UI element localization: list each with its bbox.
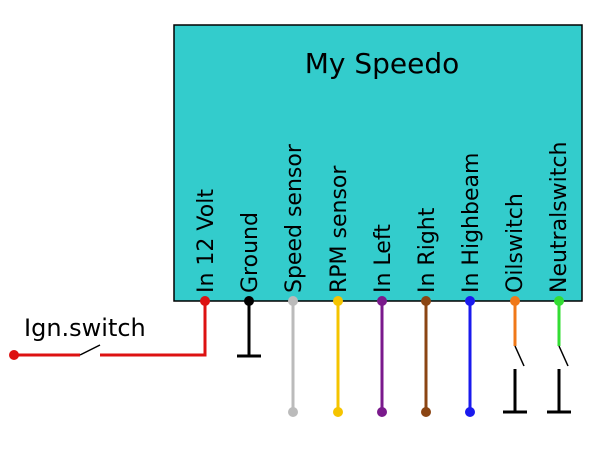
pin-label-ground: Ground [238,212,263,293]
in-left-terminal [377,407,387,417]
pin-rpm-sensor [333,296,343,306]
pin-labels: In 12 Volt Ground Speed sensor RPM senso… [194,142,572,293]
wire-neutralswitch [547,296,571,414]
pin-label-rpm-sensor: RPM sensor [327,165,352,293]
pin-in-right [421,296,431,306]
ignition-terminal [9,350,19,360]
pin-label-in-right: In Right [415,207,440,293]
rpm-sensor-terminal [333,407,343,417]
pin-label-oilswitch: Oilswitch [503,193,528,293]
pin-label-12-volt: In 12 Volt [194,189,219,293]
pin-in-left [377,296,387,306]
wire-speed-sensor [288,296,298,417]
in-highbeam-terminal [465,407,475,417]
diagram-title: My Speedo [305,47,460,80]
pin-label-speed-sensor: Speed sensor [282,143,307,293]
pin-label-neutralswitch: Neutralswitch [547,142,572,293]
wire-ground [237,296,261,358]
wire-12-volt [9,296,210,360]
pin-ground [244,296,254,306]
speedo-box [173,24,583,302]
pin-in-highbeam [465,296,475,306]
pin-label-in-left: In Left [371,224,396,293]
oilswitch-lever [514,345,525,367]
wire-rpm-sensor [333,296,343,417]
speed-sensor-terminal [288,407,298,417]
wire-in-left [377,296,387,417]
pin-speed-sensor [288,296,298,306]
in-right-terminal [421,407,431,417]
pin-neutralswitch [554,296,564,306]
wire-oilswitch [503,296,527,414]
ignition-switch-lever [79,344,101,356]
pin-label-in-highbeam: In Highbeam [459,153,484,293]
ignition-switch-label: Ign.switch [24,314,146,342]
neutralswitch-lever [558,345,569,367]
pin-12-volt [200,296,210,306]
pin-oilswitch [510,296,520,306]
ignition-switch: Ign.switch [24,314,146,356]
wire-in-right [421,296,431,417]
wire-in-highbeam [465,296,475,417]
